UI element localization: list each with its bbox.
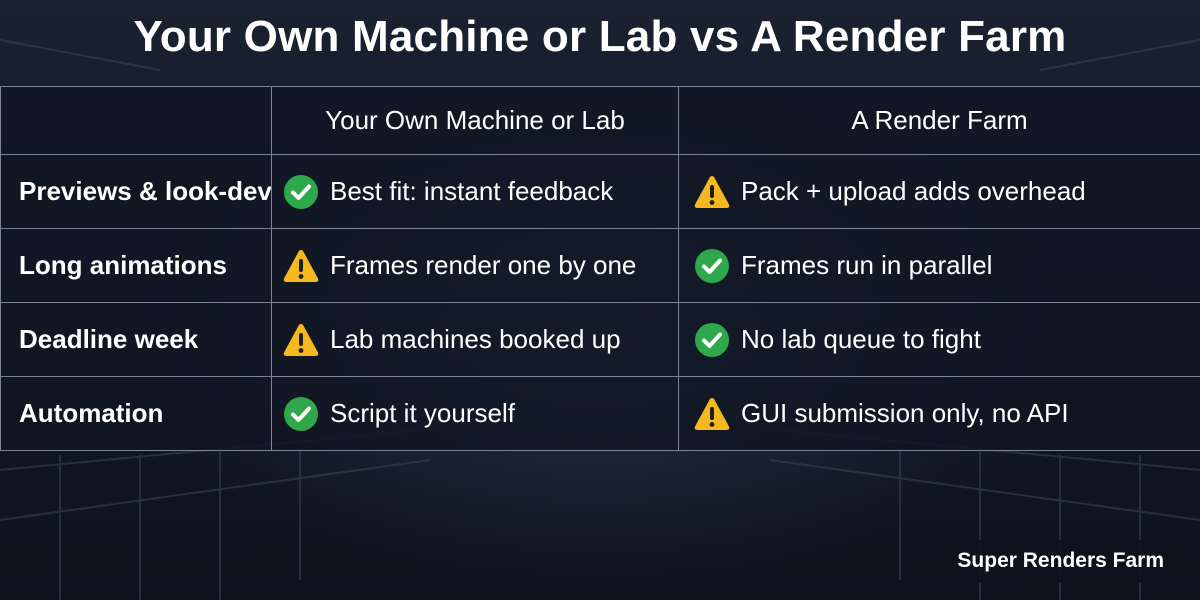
check-icon <box>693 247 731 285</box>
header-own-machine: Your Own Machine or Lab <box>271 86 679 155</box>
own-machine-cell: Lab machines booked up <box>271 302 679 377</box>
check-icon <box>282 395 320 433</box>
row-label: Deadline week <box>0 302 272 377</box>
render-farm-cell: GUI submission only, no API <box>678 376 1200 451</box>
table-header-row: Your Own Machine or Lab A Render Farm <box>0 86 1200 155</box>
header-render-farm: A Render Farm <box>678 86 1200 155</box>
cell-text: GUI submission only, no API <box>741 398 1069 428</box>
cell-text: Pack + upload adds overhead <box>741 176 1086 206</box>
cell-text: Frames run in parallel <box>741 250 993 280</box>
own-machine-cell: Frames render one by one <box>271 228 679 303</box>
check-icon <box>282 173 320 211</box>
row-label: Automation <box>0 376 272 451</box>
brand-watermark: Super Renders Farm <box>941 540 1180 583</box>
own-machine-cell: Script it yourself <box>271 376 679 451</box>
row-label: Long animations <box>0 228 272 303</box>
table-row: Automation Script it yourself GUI submis… <box>0 376 1200 451</box>
check-icon <box>693 321 731 359</box>
cell-text: Frames render one by one <box>330 250 637 280</box>
header-empty-cell <box>0 86 272 155</box>
warning-icon <box>282 247 320 285</box>
cell-text: Lab machines booked up <box>330 324 621 354</box>
warning-icon <box>282 321 320 359</box>
render-farm-cell: No lab queue to fight <box>678 302 1200 377</box>
own-machine-cell: Best fit: instant feedback <box>271 154 679 229</box>
cell-text: Script it yourself <box>330 398 515 428</box>
table-row: Previews & look-dev Best fit: instant fe… <box>0 154 1200 229</box>
comparison-table: Your Own Machine or Lab A Render Farm Pr… <box>0 86 1200 451</box>
table-row: Deadline week Lab machines booked up No … <box>0 302 1200 377</box>
page-title: Your Own Machine or Lab vs A Render Farm <box>133 12 1067 61</box>
table-row: Long animations Frames render one by one… <box>0 228 1200 303</box>
cell-text: Best fit: instant feedback <box>330 176 614 206</box>
render-farm-cell: Pack + upload adds overhead <box>678 154 1200 229</box>
row-label: Previews & look-dev <box>0 154 272 229</box>
render-farm-cell: Frames run in parallel <box>678 228 1200 303</box>
cell-text: No lab queue to fight <box>741 324 981 354</box>
warning-icon <box>693 395 731 433</box>
warning-icon <box>693 173 731 211</box>
